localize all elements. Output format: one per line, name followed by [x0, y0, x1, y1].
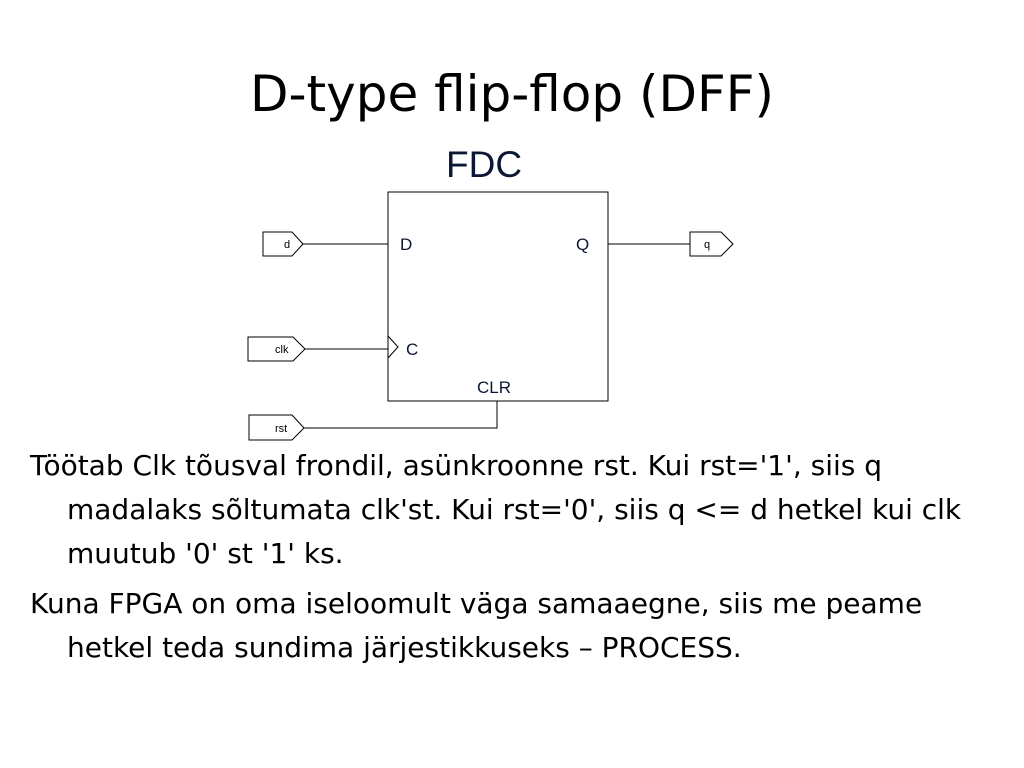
signal-d-label: d [284, 239, 290, 251]
flip-flop-box [387, 191, 609, 402]
body-text: Töötab Clk tõusval frondil, asünkroonne … [30, 444, 990, 676]
port-d-label: D [400, 235, 412, 254]
paragraph-fpga-process: Kuna FPGA on oma iseloomult väga samaaeg… [30, 587, 923, 664]
signal-clk-label: clk [275, 344, 289, 356]
port-clr-label: CLR [477, 378, 511, 397]
port-q-label: Q [576, 235, 589, 254]
component-name: FDC [446, 144, 522, 185]
input-connector-rst [248, 414, 305, 441]
signal-q-label: q [704, 239, 710, 251]
clock-edge-triangle [387, 335, 399, 359]
paragraph-rising-edge: Töötab Clk tõusval frondil, asünkroonne … [30, 449, 962, 570]
signal-rst-label: rst [275, 423, 287, 435]
slide-title: D-type flip-flop (DFF) [249, 65, 775, 123]
port-c-label: C [406, 340, 418, 359]
input-connector-clk [247, 336, 306, 362]
output-connector-q [689, 231, 734, 257]
wire-rst [304, 401, 498, 429]
fdc-schematic: FDC D Q C CLR d clk rst q [247, 144, 734, 441]
input-connector-d [262, 231, 304, 257]
